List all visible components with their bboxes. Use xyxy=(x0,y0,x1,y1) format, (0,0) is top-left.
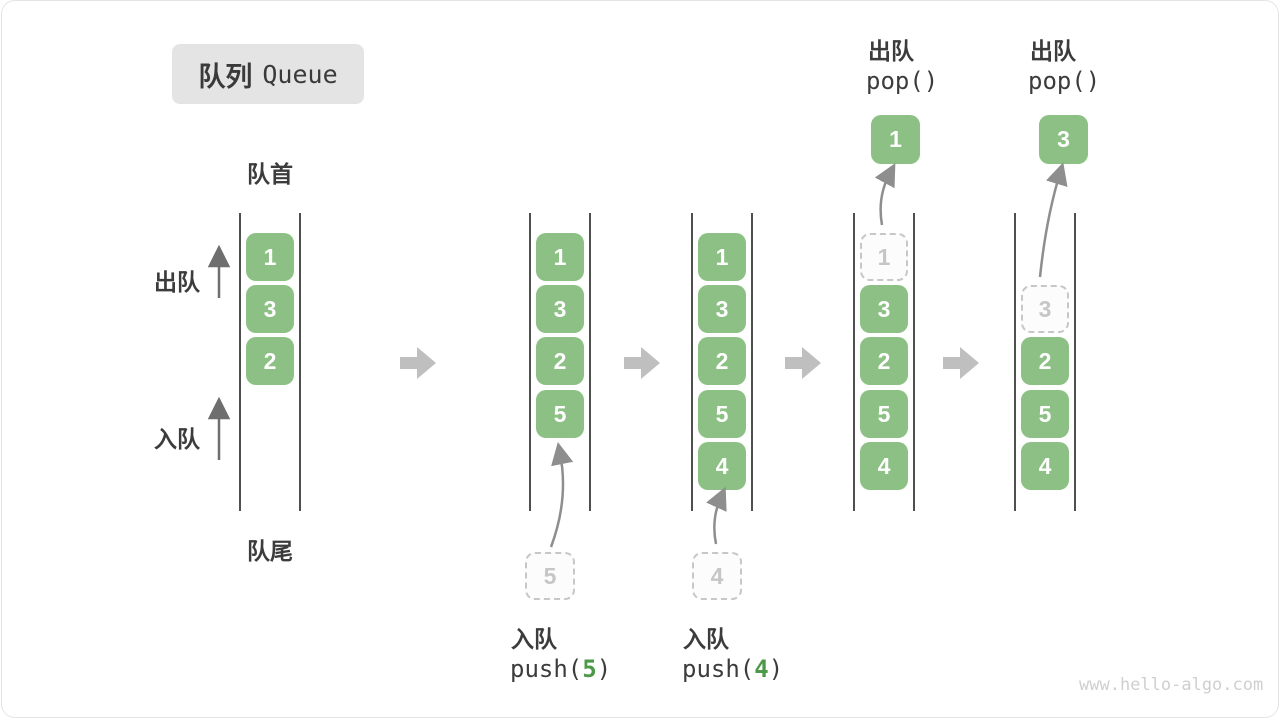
queue-element: 1 xyxy=(698,233,746,281)
code-arg: 4 xyxy=(754,655,769,683)
queue-rear-label: 队尾 xyxy=(247,538,293,564)
queue-element: 1 xyxy=(246,233,294,281)
removed-element-value: 1 xyxy=(877,243,891,270)
queue-element: 2 xyxy=(246,337,294,385)
pop3-arrow xyxy=(1038,162,1068,278)
queue-element: 2 xyxy=(698,337,746,385)
queue-element: 3 xyxy=(246,285,294,333)
title-box: 队列 Queue xyxy=(172,44,364,104)
queue-element-value: 1 xyxy=(263,243,277,270)
queue-element-value: 3 xyxy=(263,295,277,322)
code-arg: 5 xyxy=(582,655,597,683)
code-close: ) xyxy=(768,655,784,683)
queue-wall-left xyxy=(853,213,855,511)
queue-element: 4 xyxy=(860,442,908,490)
queue-element: 2 xyxy=(536,337,584,385)
dequeue-op-label: 出队 xyxy=(1030,38,1076,64)
queue-element: 2 xyxy=(860,337,908,385)
popped-element: 3 xyxy=(1039,115,1088,164)
title-en: Queue xyxy=(262,59,338,89)
dequeue-op-label: 出队 xyxy=(868,38,914,64)
watermark: www.hello-algo.com xyxy=(1079,675,1264,695)
removed-element-value: 3 xyxy=(1038,295,1052,322)
queue-wall-left xyxy=(239,213,241,511)
dequeue-op-code: pop() xyxy=(866,67,939,95)
queue-element-value: 3 xyxy=(877,295,891,322)
title-zh: 队列 xyxy=(198,61,253,92)
queue-front-label: 队首 xyxy=(247,161,293,187)
queue-element-value: 3 xyxy=(553,295,567,322)
incoming-element-value: 5 xyxy=(543,562,557,589)
enqueue-side-label: 入队 xyxy=(154,426,200,452)
queue-element-value: 5 xyxy=(1038,400,1052,427)
queue-element: 5 xyxy=(698,390,746,438)
queue-element: 2 xyxy=(1021,337,1069,385)
queue-element: 3 xyxy=(698,285,746,333)
queue-element: 3 xyxy=(860,285,908,333)
push5-arrow xyxy=(549,441,574,548)
queue-element-value: 3 xyxy=(715,295,729,322)
queue-element: 5 xyxy=(536,390,584,438)
state-transition-arrow xyxy=(624,347,660,384)
popped-element-value: 1 xyxy=(889,126,902,152)
queue-element: 5 xyxy=(1021,390,1069,438)
enqueue-op-code: push(4) xyxy=(682,655,783,683)
queue-wall-right xyxy=(913,213,915,511)
queue-element-value: 1 xyxy=(553,243,567,270)
popped-element: 1 xyxy=(871,115,920,164)
popped-element-value: 3 xyxy=(1057,126,1070,152)
code-close: ) xyxy=(596,655,612,683)
enqueue-op-code: push(5) xyxy=(510,655,611,683)
incoming-element-value: 4 xyxy=(710,562,724,589)
queue-element-value: 2 xyxy=(715,347,729,374)
incoming-element-ghost: 4 xyxy=(692,552,742,600)
removed-element-ghost: 1 xyxy=(860,233,908,281)
queue-wall-left xyxy=(1014,213,1016,511)
queue-element-value: 2 xyxy=(1038,347,1052,374)
queue-element-value: 2 xyxy=(263,347,277,374)
state-transition-arrow xyxy=(785,347,821,384)
queue-element-value: 5 xyxy=(877,400,891,427)
queue-element-value: 4 xyxy=(1038,452,1052,479)
queue-wall-right xyxy=(299,213,301,511)
queue-element: 5 xyxy=(860,390,908,438)
queue-wall-left xyxy=(529,213,531,511)
enqueue-op-label: 入队 xyxy=(511,626,557,652)
code-fn: push( xyxy=(682,655,755,683)
queue-element-value: 5 xyxy=(715,400,729,427)
queue-element-value: 2 xyxy=(553,347,567,374)
queue-element: 3 xyxy=(536,285,584,333)
dequeue-op-code: pop() xyxy=(1028,67,1101,95)
queue-element: 4 xyxy=(1021,442,1069,490)
queue-element: 1 xyxy=(536,233,584,281)
queue-element-value: 5 xyxy=(553,400,567,427)
queue-element-value: 4 xyxy=(715,452,729,479)
queue-element: 4 xyxy=(698,442,746,490)
queue-element-value: 2 xyxy=(877,347,891,374)
removed-element-ghost: 3 xyxy=(1021,285,1069,333)
state-transition-arrow xyxy=(400,347,436,384)
queue-wall-left xyxy=(691,213,693,511)
enqueue-op-label: 入队 xyxy=(683,626,729,652)
state-transition-arrow xyxy=(943,347,979,384)
pop1-arrow xyxy=(874,163,896,226)
incoming-element-ghost: 5 xyxy=(525,552,575,600)
queue-element-value: 1 xyxy=(715,243,729,270)
queue-wall-right xyxy=(589,213,591,511)
code-fn: push( xyxy=(510,655,583,683)
dequeue-side-label: 出队 xyxy=(154,269,200,295)
push4-arrow xyxy=(706,486,727,545)
queue-wall-right xyxy=(751,213,753,511)
queue-wall-right xyxy=(1074,213,1076,511)
queue-element-value: 4 xyxy=(877,452,891,479)
